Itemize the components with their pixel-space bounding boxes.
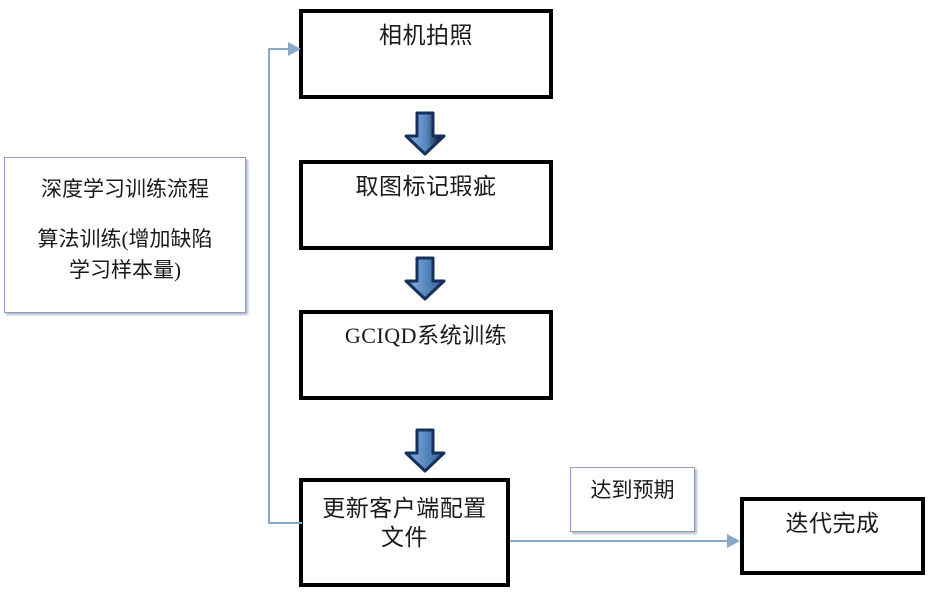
block-arrow-down-icon-1 bbox=[404, 111, 446, 156]
note-expected-result: 达到预期 bbox=[570, 467, 695, 532]
node-camera-capture-label: 相机拍照 bbox=[379, 23, 473, 48]
connector-update-to-done-arrowhead-icon bbox=[727, 534, 740, 548]
node-camera-capture[interactable]: 相机拍照 bbox=[299, 9, 553, 99]
feedback-line-bottom-segment bbox=[268, 522, 302, 524]
feedback-line-top-segment bbox=[268, 48, 296, 50]
feedback-arrowhead-icon bbox=[288, 42, 301, 56]
feedback-line-vertical-segment bbox=[268, 48, 270, 524]
note-training-line-2: 算法训练(增加缺陷 学习样本量) bbox=[37, 226, 213, 283]
node-update-client-config[interactable]: 更新客户端配置 文件 bbox=[299, 478, 510, 587]
note-training-line-1: 深度学习训练流程 bbox=[41, 177, 209, 201]
block-arrow-down-icon-2 bbox=[404, 256, 446, 301]
node-iteration-complete-label: 迭代完成 bbox=[785, 511, 880, 536]
block-arrow-down-icon-3 bbox=[404, 428, 446, 473]
node-update-client-config-label: 更新客户端配置 文件 bbox=[322, 496, 487, 551]
node-iteration-complete[interactable]: 迭代完成 bbox=[740, 497, 925, 575]
connector-update-to-done bbox=[510, 540, 732, 542]
node-gciqd-training[interactable]: GCIQD系统训练 bbox=[299, 310, 553, 400]
node-mark-defects[interactable]: 取图标记瑕疵 bbox=[299, 160, 553, 250]
note-training-process: 深度学习训练流程 算法训练(增加缺陷 学习样本量) bbox=[4, 157, 246, 313]
note-expected-result-label: 达到预期 bbox=[590, 478, 675, 502]
node-gciqd-training-label: GCIQD系统训练 bbox=[344, 323, 508, 348]
node-mark-defects-label: 取图标记瑕疵 bbox=[355, 174, 497, 199]
